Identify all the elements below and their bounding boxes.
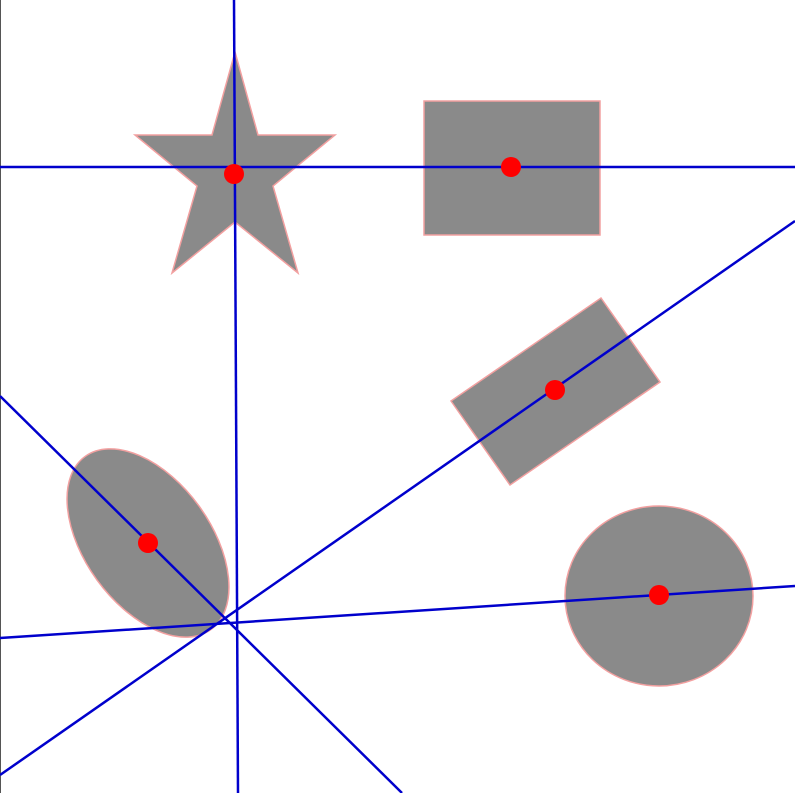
circle-center-marker	[649, 585, 669, 605]
star-center-marker	[224, 164, 244, 184]
vertical-line	[232, 0, 240, 793]
rotated-rectangle-center-marker	[545, 380, 565, 400]
diagonal-line-down	[0, 395, 403, 793]
diagonal-line-up	[0, 219, 795, 777]
rectangle-center-marker	[501, 157, 521, 177]
ellipse-center-marker	[138, 533, 158, 553]
